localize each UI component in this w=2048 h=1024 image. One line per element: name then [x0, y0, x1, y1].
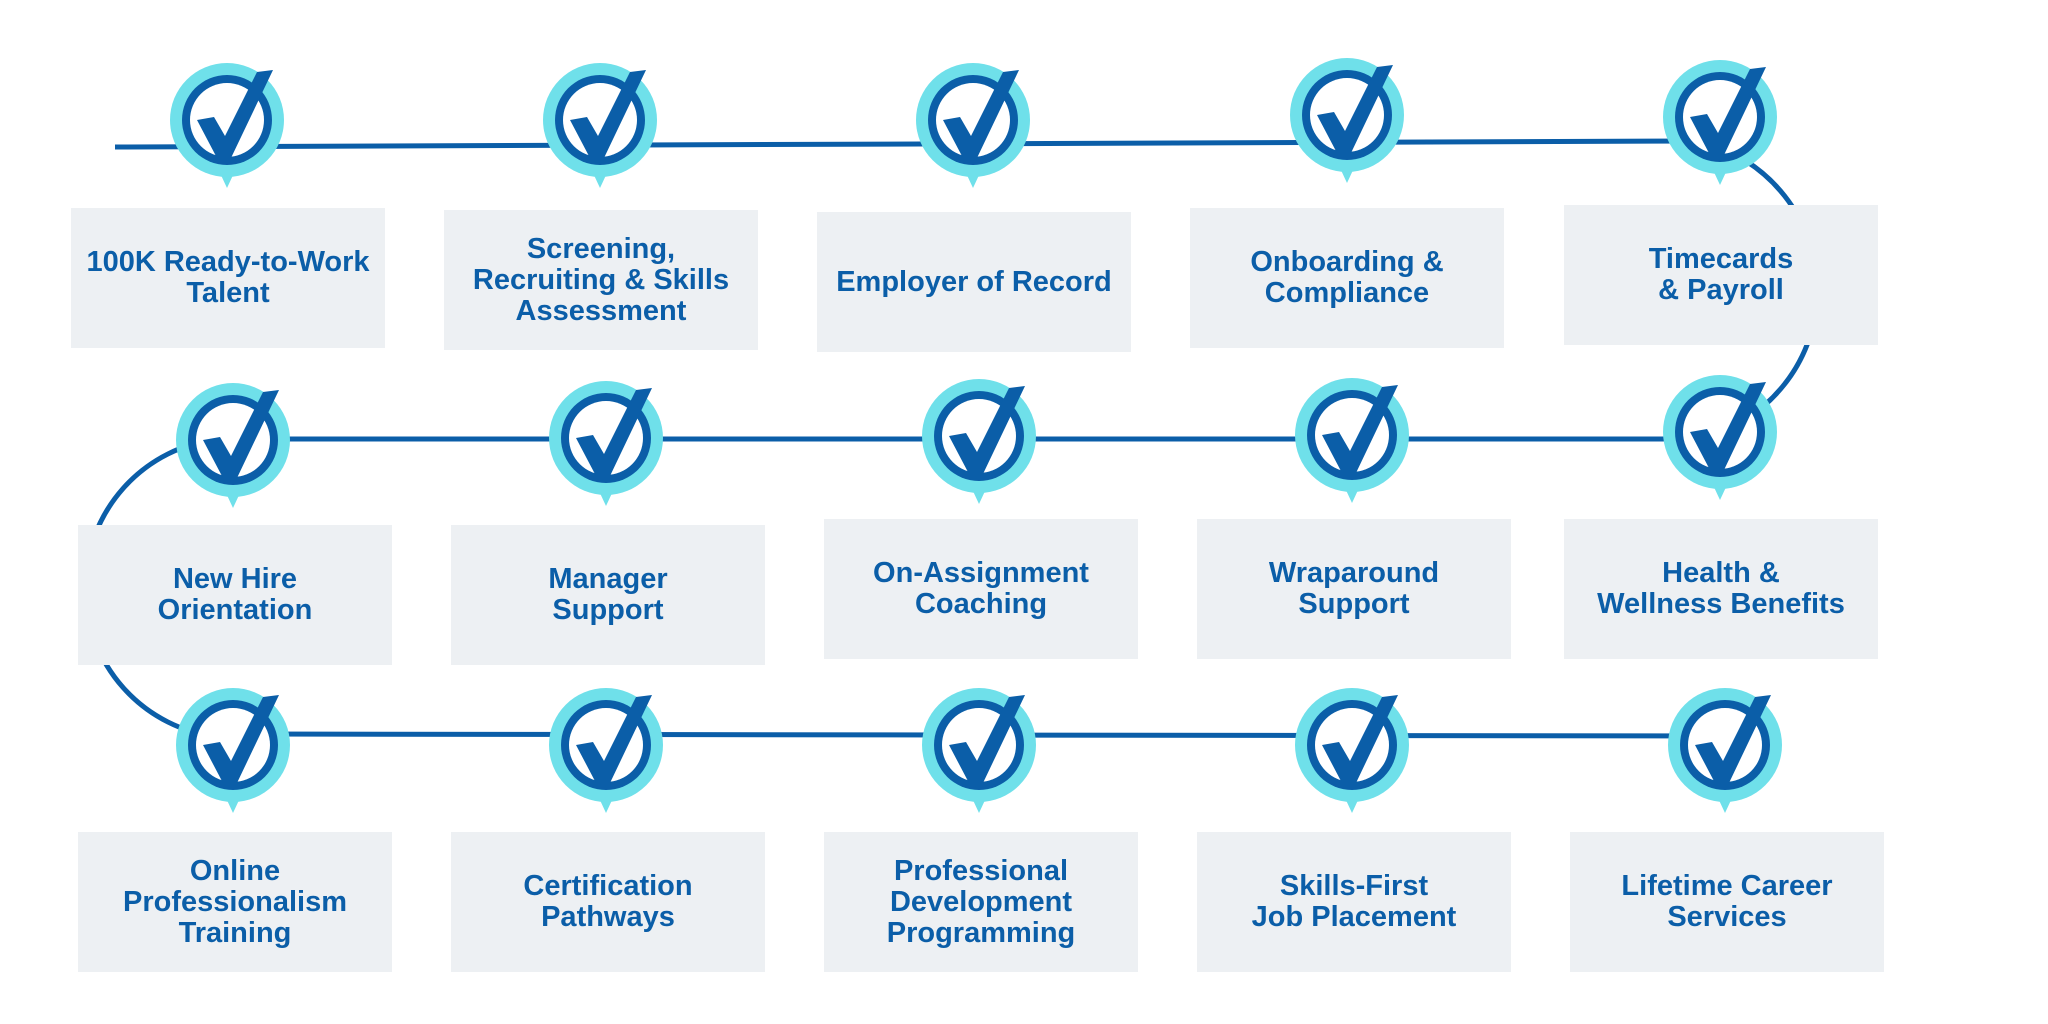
step-box: Timecards & Payroll: [1564, 205, 1878, 345]
check-circle-pin-icon: [1287, 55, 1407, 195]
check-circle-pin-icon: [1292, 375, 1412, 515]
check-circle-pin-icon: [1292, 685, 1412, 825]
check-circle-pin-icon: [1660, 372, 1780, 512]
step-label: Employer of Record: [836, 265, 1112, 298]
step-label: Onboarding & Compliance: [1250, 246, 1444, 309]
step-box: Lifetime Career Services: [1570, 832, 1884, 972]
check-circle-pin-icon: [546, 685, 666, 825]
step-label: Professional Development Programming: [886, 854, 1076, 949]
step-box: Certification Pathways: [451, 832, 765, 972]
step-label: Skills-First Job Placement: [1251, 870, 1457, 933]
check-circle-pin-icon: [546, 378, 666, 518]
step-box: Professional Development Programming: [824, 832, 1138, 972]
step-box: Skills-First Job Placement: [1197, 832, 1511, 972]
step-box: Manager Support: [451, 525, 765, 665]
step-label: Lifetime Career Services: [1621, 870, 1833, 933]
check-circle-pin-icon: [1660, 57, 1780, 197]
check-circle-pin-icon: [173, 380, 293, 520]
step-label: Wraparound Support: [1268, 557, 1440, 620]
step-box: Onboarding & Compliance: [1190, 208, 1504, 348]
step-label: Screening, Recruiting & Skills Assessmen…: [472, 232, 730, 327]
check-circle-pin-icon: [540, 60, 660, 200]
step-box: Employer of Record: [817, 212, 1131, 352]
step-box: On-Assignment Coaching: [824, 519, 1138, 659]
check-circle-pin-icon: [167, 60, 287, 200]
check-circle-pin-icon: [913, 60, 1033, 200]
step-label: Health & Wellness Benefits: [1597, 557, 1845, 620]
step-box: Online Professionalism Training: [78, 832, 392, 972]
step-label: On-Assignment Coaching: [873, 557, 1089, 620]
check-circle-pin-icon: [173, 685, 293, 825]
step-label: 100K Ready-to-Work Talent: [86, 246, 370, 309]
check-circle-pin-icon: [919, 685, 1039, 825]
step-label: Timecards & Payroll: [1648, 243, 1794, 306]
step-box: New Hire Orientation: [78, 525, 392, 665]
step-label: Online Professionalism Training: [122, 854, 348, 949]
step-label: Certification Pathways: [523, 870, 693, 933]
step-label: Manager Support: [548, 563, 668, 626]
check-circle-pin-icon: [1665, 685, 1785, 825]
step-box: Screening, Recruiting & Skills Assessmen…: [444, 210, 758, 350]
step-box: Health & Wellness Benefits: [1564, 519, 1878, 659]
step-box: 100K Ready-to-Work Talent: [71, 208, 385, 348]
check-circle-pin-icon: [919, 376, 1039, 516]
step-box: Wraparound Support: [1197, 519, 1511, 659]
step-label: New Hire Orientation: [157, 563, 313, 626]
